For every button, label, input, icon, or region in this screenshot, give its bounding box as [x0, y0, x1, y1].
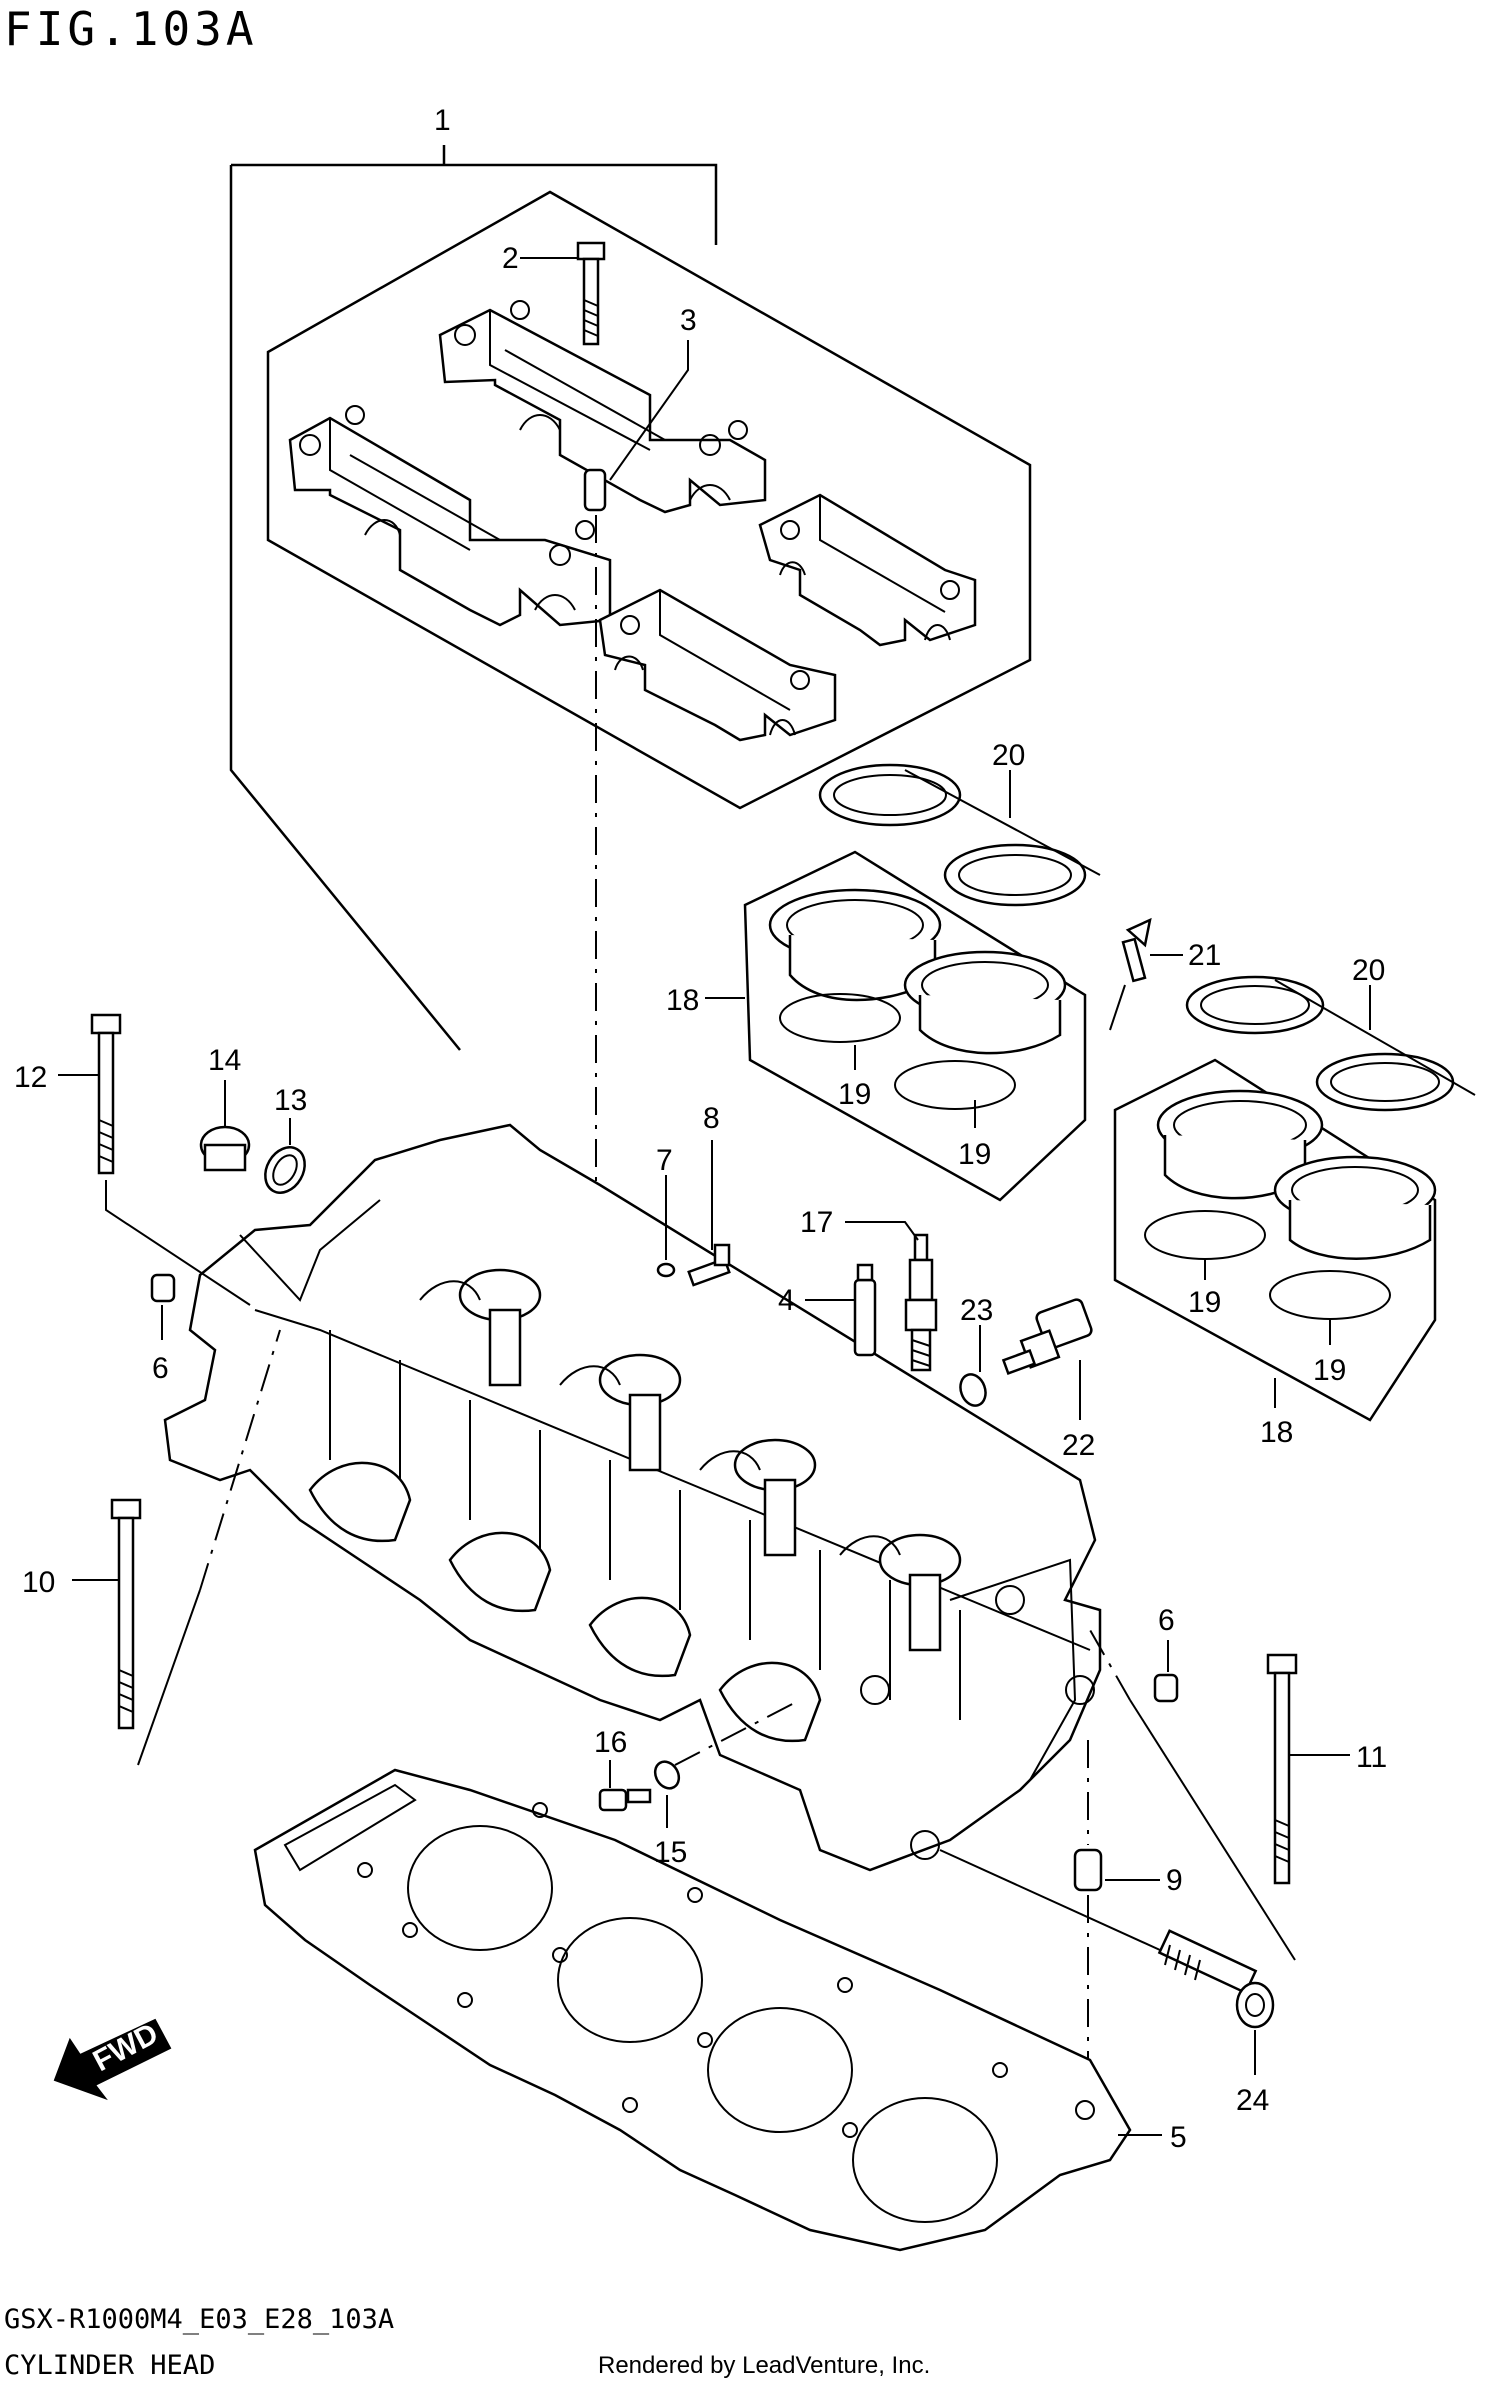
callout-21[interactable]: 21	[1188, 939, 1221, 972]
callout-6-right[interactable]: 6	[1158, 1604, 1175, 1637]
callout-17[interactable]: 17	[800, 1206, 833, 1239]
callout-15[interactable]: 15	[654, 1836, 687, 1869]
callout-4[interactable]: 4	[778, 1284, 795, 1317]
callout-20-upper[interactable]: 20	[992, 739, 1025, 772]
bolt-16[interactable]	[598, 1788, 652, 1812]
callout-19-c[interactable]: 19	[1188, 1286, 1221, 1319]
screw-21[interactable]	[1121, 917, 1152, 983]
intake-clamp-upper[interactable]	[818, 763, 1101, 907]
spark-plug-17[interactable]	[904, 1233, 938, 1372]
head-gasket-5[interactable]	[253, 1768, 1132, 2252]
callout-19-d[interactable]: 19	[1313, 1354, 1346, 1387]
sensor-8[interactable]	[687, 1243, 731, 1287]
bolt-11[interactable]	[1266, 1653, 1298, 1885]
render-credit: Rendered by LeadVenture, Inc.	[598, 2352, 931, 2379]
o-ring-7[interactable]	[656, 1262, 676, 1278]
callout-12[interactable]: 12	[14, 1061, 47, 1094]
bolt-24[interactable]	[1157, 1929, 1275, 2029]
bolt-2[interactable]	[576, 241, 606, 346]
temp-sensor-22[interactable]	[1001, 1298, 1093, 1375]
callout-7[interactable]: 7	[656, 1144, 673, 1177]
callout-13[interactable]: 13	[274, 1084, 307, 1117]
camshaft-holder-set[interactable]	[229, 145, 1032, 1051]
washer-13[interactable]	[257, 1140, 312, 1200]
callout-20-lower[interactable]: 20	[1352, 954, 1385, 987]
figure-title: FIG.103A	[4, 2, 258, 56]
intake-pipe-set-upper[interactable]	[743, 850, 1087, 1202]
intake-pipe-set-lower[interactable]	[1113, 1058, 1437, 1422]
callout-3[interactable]: 3	[680, 304, 697, 337]
callout-18-upper[interactable]: 18	[666, 984, 699, 1017]
washer-23[interactable]	[956, 1371, 989, 1409]
callout-18-lower[interactable]: 18	[1260, 1416, 1293, 1449]
callout-22[interactable]: 22	[1062, 1429, 1095, 1462]
callout-19-a[interactable]: 19	[838, 1078, 871, 1111]
dowel-pin-9[interactable]	[1073, 1848, 1103, 1892]
callout-1[interactable]: 1	[434, 104, 451, 137]
callout-9[interactable]: 9	[1166, 1864, 1183, 1897]
figure-code: GSX-R1000M4_E03_E28_103A	[4, 2304, 395, 2335]
nut-6-right[interactable]	[1153, 1673, 1179, 1703]
bolt-10[interactable]	[110, 1498, 142, 1730]
callout-23[interactable]: 23	[960, 1294, 993, 1327]
plug-14[interactable]	[199, 1125, 251, 1172]
callout-14[interactable]: 14	[208, 1044, 241, 1077]
callout-8[interactable]: 8	[703, 1102, 720, 1135]
fwd-arrow-icon: FWD	[53, 2017, 172, 2101]
dowel-pin-3[interactable]	[583, 468, 607, 512]
intake-clamp-lower[interactable]	[1185, 975, 1476, 1112]
callout-19-b[interactable]: 19	[958, 1138, 991, 1171]
callout-16[interactable]: 16	[594, 1726, 627, 1759]
callout-6-left[interactable]: 6	[152, 1352, 169, 1385]
nut-6-left[interactable]	[150, 1273, 176, 1303]
callout-2[interactable]: 2	[502, 242, 519, 275]
bolt-12[interactable]	[90, 1013, 122, 1175]
callout-10[interactable]: 10	[22, 1566, 55, 1599]
callout-5[interactable]: 5	[1170, 2121, 1187, 2154]
washer-15[interactable]	[650, 1757, 683, 1792]
figure-name: CYLINDER HEAD	[4, 2350, 216, 2381]
callout-11[interactable]: 11	[1356, 1741, 1387, 1774]
sleeve-4[interactable]	[853, 1263, 877, 1357]
callout-24[interactable]: 24	[1236, 2084, 1269, 2117]
cylinder-head[interactable]	[163, 1123, 1102, 1872]
